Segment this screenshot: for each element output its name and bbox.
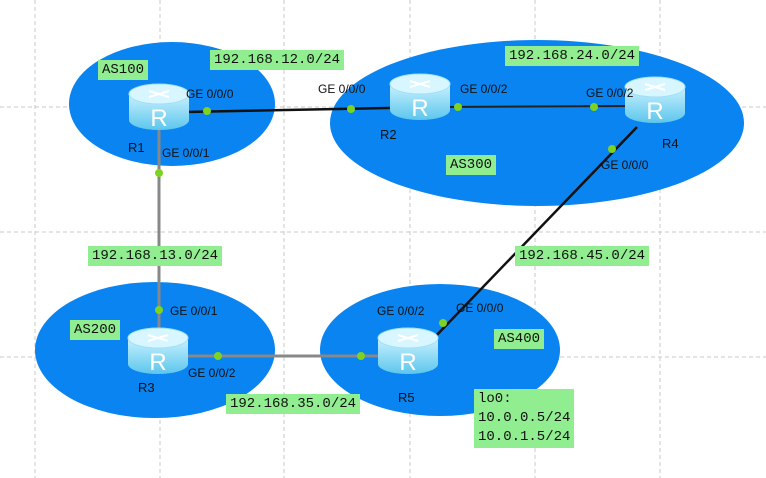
svg-text:R: R [646,98,663,125]
link-r4-r5 [431,126,638,341]
port-r2-ge000: GE 0/0/0 [318,82,366,96]
area-as400 [320,284,560,416]
router-name-r2: R2 [380,127,397,142]
network-label-45: 192.168.45.0/24 [515,246,650,266]
area-label-as400: AS400 [494,329,545,349]
area-label-as200: AS200 [70,320,121,340]
port-r3-ge002: GE 0/0/2 [188,366,236,380]
svg-text:R: R [149,349,166,376]
area-label-as100: AS100 [98,60,149,80]
network-label-24: 192.168.24.0/24 [505,46,640,66]
area-label-as300: AS300 [446,155,497,175]
port-r5-ge002: GE 0/0/2 [377,304,425,318]
svg-text:R: R [411,95,428,122]
network-label-13: 192.168.13.0/24 [88,246,223,266]
loopback-label: lo0: 10.0.0.5/24 10.0.1.5/24 [474,389,575,448]
router-icon-r5[interactable]: R [377,327,439,376]
svg-text:R: R [150,105,167,132]
loopback-addr-2: 10.0.1.5/24 [478,429,571,445]
router-name-r5: R5 [398,390,415,405]
port-r5-ge000: GE 0/0/0 [456,301,504,315]
link-r2-r4 [439,105,631,108]
port-r3-ge001: GE 0/0/1 [170,304,218,318]
routers: R R R R R [127,73,686,376]
link-r1-r2 [184,106,391,114]
router-name-r3: R3 [138,380,155,395]
router-icon-r1[interactable]: R [128,83,190,132]
port-r4-ge002: GE 0/0/2 [586,86,634,100]
router-name-r4: R4 [662,136,679,151]
links [157,105,638,358]
router-name-r1: R1 [128,140,145,155]
router-icon-r2[interactable]: R [389,73,451,122]
port-dots [155,103,616,360]
port-r1-ge001: GE 0/0/1 [162,146,210,160]
router-icon-r4[interactable]: R [624,76,686,125]
network-label-35: 192.168.35.0/24 [226,394,361,414]
port-r1-ge000: GE 0/0/0 [186,87,234,101]
loopback-addr-1: 10.0.0.5/24 [478,410,571,426]
port-r2-ge002: GE 0/0/2 [460,82,508,96]
svg-text:R: R [399,349,416,376]
loopback-title: lo0: [478,391,512,407]
router-icon-r3[interactable]: R [127,327,189,376]
port-r4-ge000: GE 0/0/0 [601,158,649,172]
network-label-12: 192.168.12.0/24 [210,50,345,70]
